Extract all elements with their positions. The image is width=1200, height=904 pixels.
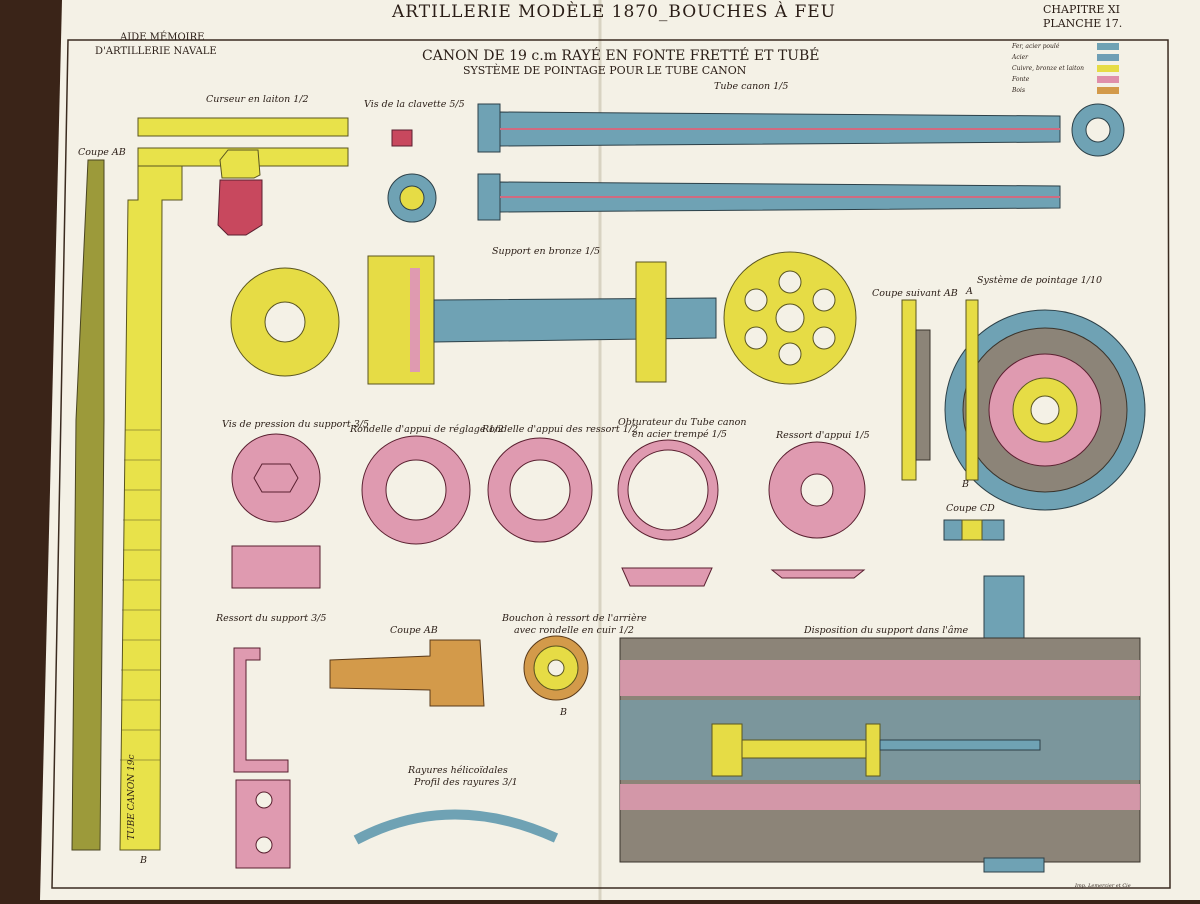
curseur-knob [217, 179, 263, 236]
artillerie-navale-label: D'ARTILLERIE NAVALE [95, 46, 217, 57]
label-ressort-support: Ressort du support 3/5 [216, 613, 327, 624]
label-coupe-suivant-ab: Coupe suivant AB [872, 288, 958, 299]
tube-canon-top [477, 103, 1125, 157]
legend [1097, 43, 1119, 94]
plate-title: ARTILLERIE MODÈLE 1870_BOUCHES À FEU [392, 2, 836, 22]
legend-label-cast-iron: Fonte [1012, 76, 1030, 83]
letter-b-ruler: B [140, 855, 147, 866]
label-obturateur-line1: Obturateur du Tube canon [618, 417, 747, 428]
systeme-pointage [901, 299, 1146, 541]
legend-label-iron: Fer, acier poulé [1012, 43, 1060, 50]
curseur-clamp [219, 149, 261, 179]
legend-swatch-wood [1097, 87, 1119, 94]
plate-number-label: PLANCHE 17. [1043, 17, 1123, 30]
legend-label-brass: Cuivre, bronze et laiton [1012, 65, 1084, 72]
imprint-label: Imp. Lemercier et Cie [1075, 883, 1131, 889]
legend-swatch-steel [1097, 54, 1119, 61]
label-support-bronze: Support en bronze 1/5 [492, 246, 601, 257]
label-coupe-cd: Coupe CD [946, 503, 995, 514]
label-vis-clavette: Vis de la clavette 5/5 [364, 99, 465, 110]
ruler-ticks [120, 429, 160, 761]
label-curseur: Curseur en laiton 1/2 [206, 94, 309, 105]
label-rondelle-reglage: Rondelle d'appui de réglage 1/2 [350, 424, 504, 435]
label-rayures-line1: Rayures hélicoïdales [408, 765, 508, 776]
label-systeme-pointage: Système de pointage 1/10 [977, 275, 1103, 286]
rayures-profile [353, 809, 559, 845]
label-ressort-appui: Ressort d'appui 1/5 [776, 430, 870, 441]
label-tube-canon: Tube canon 1/5 [714, 81, 789, 92]
legend-label-wood: Bois [1012, 87, 1026, 94]
label-obturateur-line2: en acier trempé 1/5 [632, 429, 727, 440]
disposition-support [619, 575, 1141, 873]
washers-row [231, 433, 866, 589]
letter-a-pointage: A [966, 286, 973, 297]
chapter-label: CHAPITRE XI [1043, 3, 1121, 16]
label-rayures-line2: Profil des rayures 3/1 [414, 777, 518, 788]
label-tube-canon-vertical: TUBE CANON 19c [127, 754, 137, 841]
label-coupe-ab-mid: Coupe AB [390, 625, 438, 636]
letter-b-pointage: B [962, 479, 969, 490]
subtitle-line1: CANON DE 19 c.m RAYÉ EN FONTE FRETTÉ ET … [422, 48, 820, 64]
legend-swatch-brass [1097, 65, 1119, 72]
letter-b-bouchon: B [560, 707, 567, 718]
support-bronze [230, 251, 857, 385]
bouchon-section [329, 635, 589, 707]
yellow-ruler [119, 149, 183, 851]
aide-memoire-label: AIDE MÉMOIRE [120, 32, 205, 43]
vis-clavette [391, 129, 413, 147]
tube-canon-bottom [387, 173, 1061, 223]
label-rondelle-ressort: Rondelle d'appui des ressort 1/2 [482, 424, 639, 435]
label-bouchon-line1: Bouchon à ressort de l'arrière [502, 613, 647, 624]
label-disposition: Disposition du support dans l'âme [804, 625, 969, 636]
plate-frame [51, 39, 1171, 889]
legend-label-steel: Acier [1012, 54, 1029, 61]
label-coupe-ab-left: Coupe AB [78, 147, 126, 158]
ressort-support [233, 647, 291, 869]
label-vis-pression: Vis de pression du support 3/5 [222, 419, 370, 430]
subtitle-line2: SYSTÈME DE POINTAGE POUR LE TUBE CANON [463, 64, 747, 77]
curseur-scale-top [137, 117, 349, 137]
label-bouchon-line2: avec rondelle en cuir 1/2 [514, 625, 634, 636]
olive-rod [71, 159, 105, 851]
legend-swatch-cast-iron [1097, 76, 1119, 83]
legend-swatch-iron [1097, 43, 1119, 50]
